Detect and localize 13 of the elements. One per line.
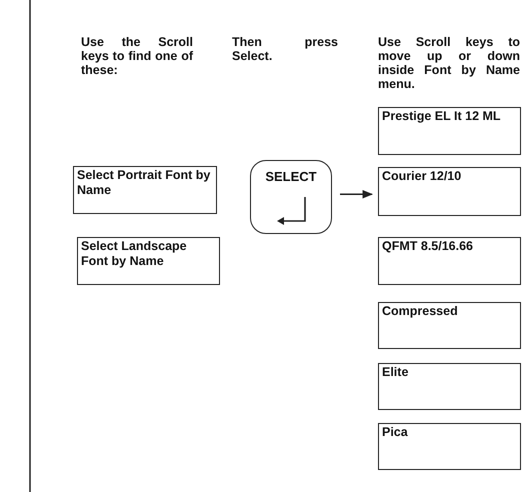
font-option-box: QFMT 8.5/16.66 bbox=[378, 237, 521, 285]
font-option-box: Prestige EL It 12 ML bbox=[378, 107, 521, 155]
instruction-text: Then press Select. bbox=[232, 35, 338, 63]
instruction-text: Use the Scroll keys to find one of these: bbox=[81, 35, 193, 77]
font-option-box: Elite bbox=[378, 363, 521, 410]
font-option-box: Compressed bbox=[378, 302, 521, 349]
font-option-box: Pica bbox=[378, 423, 521, 470]
arrow bbox=[340, 190, 374, 198]
menu-option-box: Select Portrait Font by Name bbox=[73, 166, 217, 214]
font-option-box: Courier 12/10 bbox=[378, 167, 521, 216]
menu-option-box: Select Landscape Font by Name bbox=[77, 237, 220, 285]
select-key: SELECT bbox=[250, 160, 332, 234]
instruction-text: Use Scroll keys to move up or down inside Font by Name menu. bbox=[378, 35, 520, 91]
